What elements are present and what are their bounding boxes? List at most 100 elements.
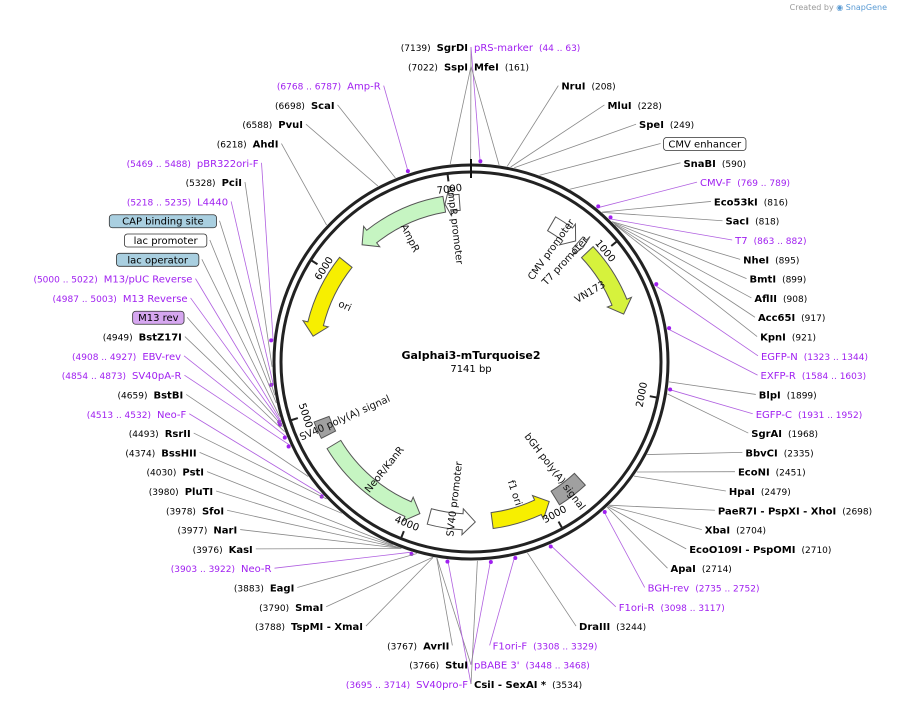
site-label-egfp-n[interactable]: EGFP-N(1323 .. 1344) xyxy=(761,352,868,363)
site-label-scai[interactable]: (6698)ScaI xyxy=(275,101,335,112)
feature-ampr[interactable] xyxy=(361,195,447,248)
feature-sv40-promoter[interactable] xyxy=(426,507,476,536)
feature-ori[interactable] xyxy=(301,256,353,337)
site-label-pbabe-3[interactable]: pBABE 3'(3448 .. 3468) xyxy=(474,661,590,672)
site-label-stui[interactable]: (3766)StuI xyxy=(409,661,468,672)
site-label-amp-r[interactable]: (6768 .. 6787)Amp-R xyxy=(277,82,381,93)
site-label-bstz17i[interactable]: (4949)BstZ17I xyxy=(103,333,182,344)
site-label-pvui[interactable]: (6588)PvuI xyxy=(242,120,303,131)
backbone xyxy=(272,163,670,561)
site-label-egfp-c[interactable]: EGFP-C(1931 .. 1952) xyxy=(756,410,863,421)
site-text: MluI(228) xyxy=(607,101,661,112)
site-label-draiii[interactable]: DraIII(3244) xyxy=(579,622,646,633)
leader-line xyxy=(470,560,478,685)
site-label-hpai[interactable]: HpaI(2479) xyxy=(729,487,791,498)
site-label-pcii[interactable]: (5328)PciI xyxy=(186,178,242,189)
site-label-kasi[interactable]: (3976)KasI xyxy=(193,545,253,556)
site-label-sv40pro-f[interactable]: (3695 .. 3714)SV40pro-F xyxy=(346,680,468,691)
site-label-nhei[interactable]: NheI(895) xyxy=(743,255,799,266)
site-label-neo-r[interactable]: (3903 .. 3922)Neo-R xyxy=(171,564,272,575)
feature-cmv-promoter[interactable] xyxy=(546,216,577,246)
site-label-blpi[interactable]: BlpI(1899) xyxy=(759,390,817,401)
site-label-nrui[interactable]: NruI(208) xyxy=(561,82,615,93)
site-label-m13-rev[interactable]: M13 rev xyxy=(132,310,185,325)
site-label-aflii[interactable]: AflII(908) xyxy=(754,294,807,305)
site-name: F1ori-R xyxy=(619,603,655,614)
feature-vn173[interactable] xyxy=(580,245,633,315)
site-text: (3790)SmaI xyxy=(259,603,323,614)
site-label-apai[interactable]: ApaI(2714) xyxy=(671,564,732,575)
site-label-spei[interactable]: SpeI(249) xyxy=(639,120,694,131)
site-label-eco53ki[interactable]: Eco53kI(816) xyxy=(714,197,788,208)
site-label-prs-marker[interactable]: pRS-marker(44 .. 63) xyxy=(474,43,580,54)
site-label-kpni[interactable]: KpnI(921) xyxy=(760,333,816,344)
site-label-m13-puc-reverse[interactable]: (5000 .. 5022)M13/pUC Reverse xyxy=(33,275,192,286)
site-label-bmti[interactable]: BmtI(899) xyxy=(750,275,807,286)
site-label-neo-f[interactable]: (4513 .. 4532)Neo-F xyxy=(87,410,187,421)
site-label-avrii[interactable]: (3767)AvrII xyxy=(387,641,449,652)
site-label-cap-binding-site[interactable]: CAP binding site xyxy=(108,214,217,229)
site-label-bbvci[interactable]: BbvCI(2335) xyxy=(745,448,813,459)
site-label-snabi[interactable]: SnaBI(590) xyxy=(683,159,746,170)
site-label-lac-promoter[interactable]: lac promoter xyxy=(124,233,208,248)
site-label-rsrii[interactable]: (4493)RsrII xyxy=(129,429,191,440)
site-label-bstbi[interactable]: (4659)BstBI xyxy=(118,390,184,401)
feature-sv40-poly-a-signal[interactable] xyxy=(313,415,337,439)
site-position: (4374) xyxy=(125,449,155,459)
site-name: Neo-F xyxy=(157,410,187,421)
feature-box xyxy=(124,233,208,248)
site-text: NheI(895) xyxy=(743,255,799,266)
site-label-acc65i[interactable]: Acc65I(917) xyxy=(758,313,825,324)
site-name: BstZ17I xyxy=(139,333,182,344)
site-label-pluti[interactable]: (3980)PluTI xyxy=(149,487,213,498)
site-label-psti[interactable]: (4030)PstI xyxy=(146,468,204,479)
site-name: EcoNI xyxy=(738,468,770,479)
leader-line xyxy=(447,559,472,685)
tick-mark xyxy=(557,521,564,530)
site-label-eagi[interactable]: (3883)EagI xyxy=(234,583,294,594)
site-label-m13-reverse[interactable]: (4987 .. 5003)M13 Reverse xyxy=(53,294,188,305)
site-label-saci[interactable]: SacI(818) xyxy=(725,217,779,228)
site-label-l4440[interactable]: (5218 .. 5235)L4440 xyxy=(127,197,228,208)
site-label-sfoi[interactable]: (3978)SfoI xyxy=(166,506,224,517)
site-label-cmv-enhancer[interactable]: CMV enhancer xyxy=(663,137,747,151)
site-label-exfp-r[interactable]: EXFP-R(1584 .. 1603) xyxy=(761,371,867,382)
site-label-f1ori-f[interactable]: F1ori-F(3308 .. 3329) xyxy=(493,641,598,652)
site-label-bsshii[interactable]: (4374)BssHII xyxy=(125,448,196,459)
site-label-sgrdi[interactable]: (7139)SgrDI xyxy=(401,43,468,54)
site-label-ahdi[interactable]: (6218)AhdI xyxy=(217,140,279,151)
feature-neor-kanr[interactable] xyxy=(326,439,421,523)
site-position: (44 .. 63) xyxy=(539,44,580,54)
site-label-ebv-rev[interactable]: (4908 .. 4927)EBV-rev xyxy=(72,352,181,363)
feature-bgh-poly-a-signal[interactable] xyxy=(550,472,587,506)
site-label-cmv-f[interactable]: CMV-F(769 .. 789) xyxy=(700,178,790,189)
site-label-pbr322ori-f[interactable]: (5469 .. 5488)pBR322ori-F xyxy=(127,159,259,170)
feature-ampr-promoter[interactable] xyxy=(444,190,461,217)
feature-f1-ori[interactable] xyxy=(490,494,550,530)
site-label-f1ori-r[interactable]: F1ori-R(3098 .. 3117) xyxy=(619,603,725,614)
site-label-sgrai[interactable]: SgrAI(1968) xyxy=(751,429,818,440)
site-label-ecoo109i-pspomi[interactable]: EcoO109I - PspOMI(2710) xyxy=(689,545,831,556)
leader-line xyxy=(607,506,687,550)
leader-line xyxy=(602,211,723,222)
primer-site-marker xyxy=(488,560,493,565)
site-label-lac-operator[interactable]: lac operator xyxy=(116,252,200,267)
leader-line xyxy=(305,123,379,187)
site-label-t7[interactable]: T7(863 .. 882) xyxy=(734,236,806,247)
feature-t7-promoter[interactable] xyxy=(571,236,591,256)
site-label-sspi[interactable]: (7022)SspI xyxy=(408,62,468,73)
site-label-smai[interactable]: (3790)SmaI xyxy=(259,603,323,614)
site-label-tspmi-xmai[interactable]: (3788)TspMI - XmaI xyxy=(255,622,363,633)
site-label-mlui[interactable]: MluI(228) xyxy=(607,101,661,112)
site-label-nari[interactable]: (3977)NarI xyxy=(177,526,237,537)
site-label-xbai[interactable]: XbaI(2704) xyxy=(705,526,766,537)
site-label-econi[interactable]: EcoNI(2451) xyxy=(738,468,806,479)
site-name: T7 xyxy=(734,236,747,247)
site-label-paer7i-pspxi-xhoi[interactable]: PaeR7I - PspXI - XhoI(2698) xyxy=(718,506,872,517)
site-label-csii-sexai[interactable]: CsiI - SexAI *(3534) xyxy=(474,680,582,691)
site-label-bgh-rev[interactable]: BGH-rev(2735 .. 2752) xyxy=(648,583,760,594)
site-text: (3903 .. 3922)Neo-R xyxy=(171,564,272,575)
site-label-mfei[interactable]: MfeI(161) xyxy=(474,62,529,73)
site-label-sv40pa-r[interactable]: (4854 .. 4873)SV40pA-R xyxy=(62,371,182,382)
